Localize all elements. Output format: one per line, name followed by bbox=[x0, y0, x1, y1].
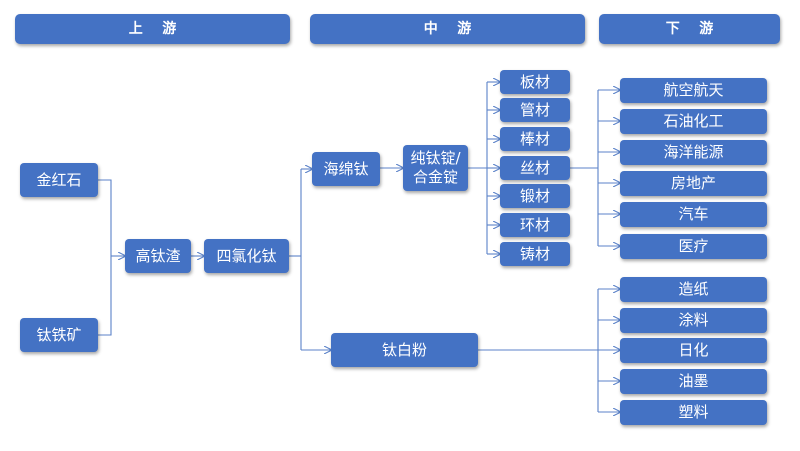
node-titanium-dioxide: 钛白粉 bbox=[331, 333, 478, 367]
app-coatings: 涂料 bbox=[620, 308, 767, 333]
header-upstream: 上 游 bbox=[15, 14, 290, 44]
material-plate: 板材 bbox=[500, 70, 570, 94]
node-high-ti-slag: 高钛渣 bbox=[125, 239, 191, 273]
app-medical: 医疗 bbox=[620, 234, 767, 259]
material-bar: 棒材 bbox=[500, 127, 570, 151]
app-petrochemical: 石油化工 bbox=[620, 109, 767, 134]
app-real-estate: 房地产 bbox=[620, 171, 767, 196]
node-ingot-line2: 合金锭 bbox=[412, 168, 458, 186]
app-daily-chemicals: 日化 bbox=[620, 338, 767, 363]
material-ring: 环材 bbox=[500, 213, 570, 237]
material-forging: 锻材 bbox=[500, 184, 570, 208]
node-ingot-line1: 纯钛锭/ bbox=[410, 149, 461, 167]
material-tube: 管材 bbox=[500, 98, 570, 122]
app-automotive: 汽车 bbox=[620, 202, 767, 227]
node-rutile: 金红石 bbox=[20, 163, 98, 197]
node-ticl4: 四氯化钛 bbox=[204, 239, 289, 273]
header-midstream: 中 游 bbox=[310, 14, 585, 44]
material-wire: 丝材 bbox=[500, 156, 570, 180]
node-ilmenite: 钛铁矿 bbox=[20, 318, 98, 352]
header-downstream: 下 游 bbox=[599, 14, 780, 44]
app-papermaking: 造纸 bbox=[620, 277, 767, 302]
node-sponge-titanium: 海绵钛 bbox=[312, 152, 380, 186]
app-ink: 油墨 bbox=[620, 369, 767, 394]
app-marine-energy: 海洋能源 bbox=[620, 140, 767, 165]
material-casting: 铸材 bbox=[500, 242, 570, 266]
node-ingot: 纯钛锭/ 合金锭 bbox=[403, 145, 468, 191]
app-plastics: 塑料 bbox=[620, 400, 767, 425]
app-aerospace: 航空航天 bbox=[620, 78, 767, 103]
